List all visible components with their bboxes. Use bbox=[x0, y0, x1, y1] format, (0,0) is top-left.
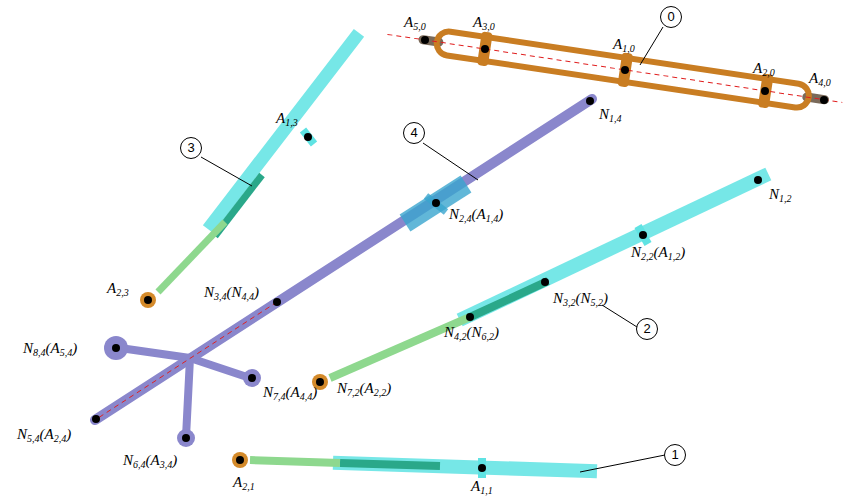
point-label: N7,2(A2,2) bbox=[336, 380, 392, 397]
point-label: N4,2(N6,2) bbox=[443, 324, 500, 341]
callout-number: 0 bbox=[660, 6, 682, 28]
callout-number: 2 bbox=[636, 318, 658, 340]
point-label: N2,2(A1,2) bbox=[630, 244, 686, 261]
callout-number: 4 bbox=[403, 122, 425, 144]
point-label: N6,4(A3,4) bbox=[122, 452, 178, 469]
point-label: N5,4(A2,4) bbox=[16, 426, 72, 443]
point-label: N2,4(A1,4) bbox=[448, 206, 504, 223]
point-label: N3,4(N4,4) bbox=[203, 284, 260, 301]
point-label: A1,1 bbox=[470, 478, 494, 495]
point-label: A1,0 bbox=[612, 36, 636, 53]
frame-part bbox=[385, 18, 845, 120]
point-label: N8,4(A5,4) bbox=[22, 340, 78, 357]
point-label: N1,4 bbox=[598, 106, 623, 123]
callout-number: 3 bbox=[180, 137, 202, 159]
point-label: N1,2 bbox=[768, 186, 793, 203]
point-label: A1,3 bbox=[275, 110, 299, 127]
point-label: A4,0 bbox=[808, 70, 832, 87]
point-label: A2,3 bbox=[106, 280, 130, 297]
point-label: A2,1 bbox=[232, 474, 256, 491]
point-label: A2,0 bbox=[752, 60, 776, 77]
point-label: A5,0 bbox=[403, 14, 427, 31]
point-label: A3,0 bbox=[472, 14, 496, 31]
point-label: N7,4(A4,4) bbox=[262, 384, 318, 401]
callout-number: 1 bbox=[664, 444, 686, 466]
point-label: N3,2(N5,2) bbox=[552, 290, 609, 307]
